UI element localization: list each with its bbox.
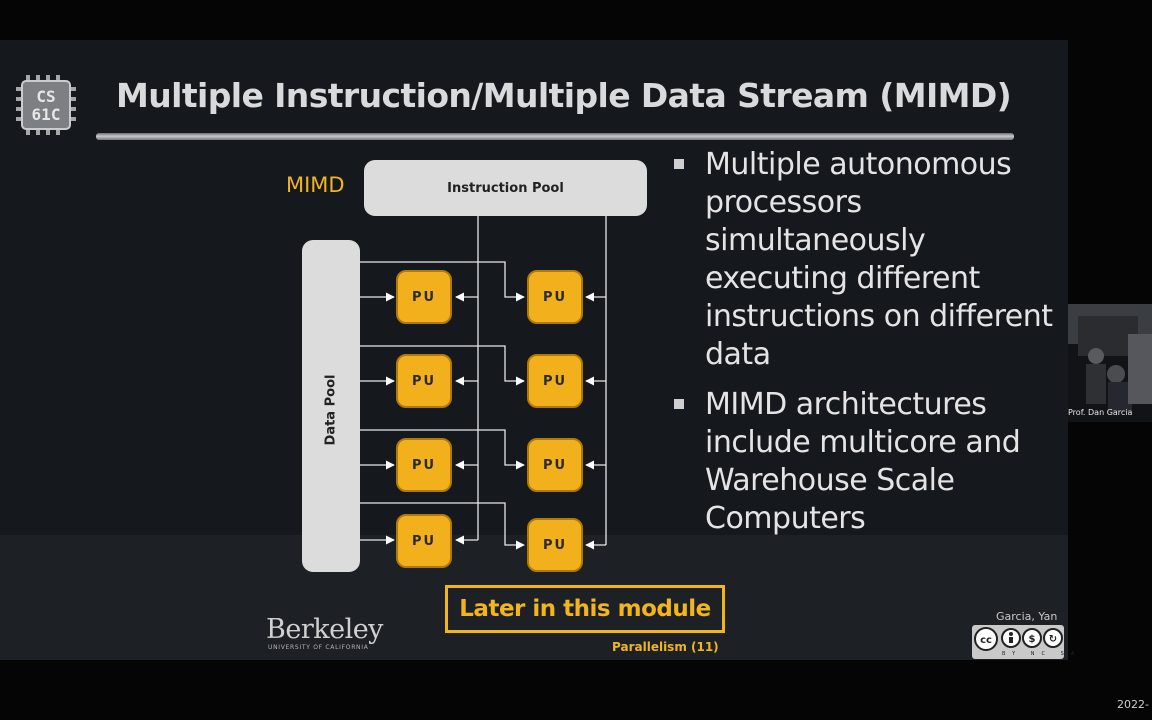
slide-footer: Parallelism (11): [612, 640, 719, 654]
later-in-module-callout: Later in this module: [445, 585, 725, 633]
data-pool-box: [302, 240, 360, 572]
bullet-text: MIMD architectures include multicore and…: [705, 387, 1021, 536]
processing-unit: PU: [396, 514, 452, 568]
processing-unit: PU: [527, 354, 583, 408]
logo-text-61c: 61C: [32, 105, 61, 124]
mimd-diagram-label: MIMD: [286, 173, 345, 197]
berkeley-logo-subtitle: UNIVERSITY OF CALIFORNIA: [268, 644, 369, 651]
webcam-video-frame: [1068, 304, 1152, 422]
bullet-list: Multiple autonomous processors simultane…: [668, 146, 1068, 538]
svg-text:$: $: [1029, 634, 1036, 645]
berkeley-logo-text: Berkeley: [266, 614, 383, 645]
webcam-name-label: Prof. Dan Garcia: [1068, 408, 1133, 417]
bullet-text: Multiple autonomous processors simultane…: [705, 147, 1053, 372]
logo-text-cs: CS: [36, 87, 55, 106]
cc-license-icons: cc $ ↻: [974, 627, 1063, 651]
bullet-item: Multiple autonomous processors simultane…: [668, 146, 1068, 374]
webcam-thumbnail: [1068, 304, 1152, 422]
processing-unit: PU: [396, 354, 452, 408]
svg-text:cc: cc: [980, 635, 992, 646]
processing-unit: PU: [527, 518, 583, 572]
processing-unit: PU: [396, 438, 452, 492]
title-underline: [96, 133, 1014, 140]
square-bullet-icon: [674, 399, 684, 409]
slide-title: Multiple Instruction/Multiple Data Strea…: [116, 76, 1012, 115]
processing-unit: PU: [396, 270, 452, 324]
processing-unit: PU: [527, 270, 583, 324]
cs61c-chip-logo: CS 61C: [16, 75, 76, 135]
video-timestamp: 2022-: [1117, 698, 1149, 711]
cc-license-text: BY NC SA: [1002, 651, 1082, 657]
instruction-pool-box: Instruction Pool: [364, 160, 647, 216]
svg-text:↻: ↻: [1049, 634, 1057, 645]
slide-authors: Garcia, Yan: [996, 610, 1058, 623]
square-bullet-icon: [674, 159, 684, 169]
processing-unit: PU: [527, 438, 583, 492]
creative-commons-badge: cc $ ↻: [972, 625, 1064, 659]
data-pool-label: Data Pool: [323, 374, 339, 446]
bullet-item: MIMD architectures include multicore and…: [668, 386, 1068, 538]
